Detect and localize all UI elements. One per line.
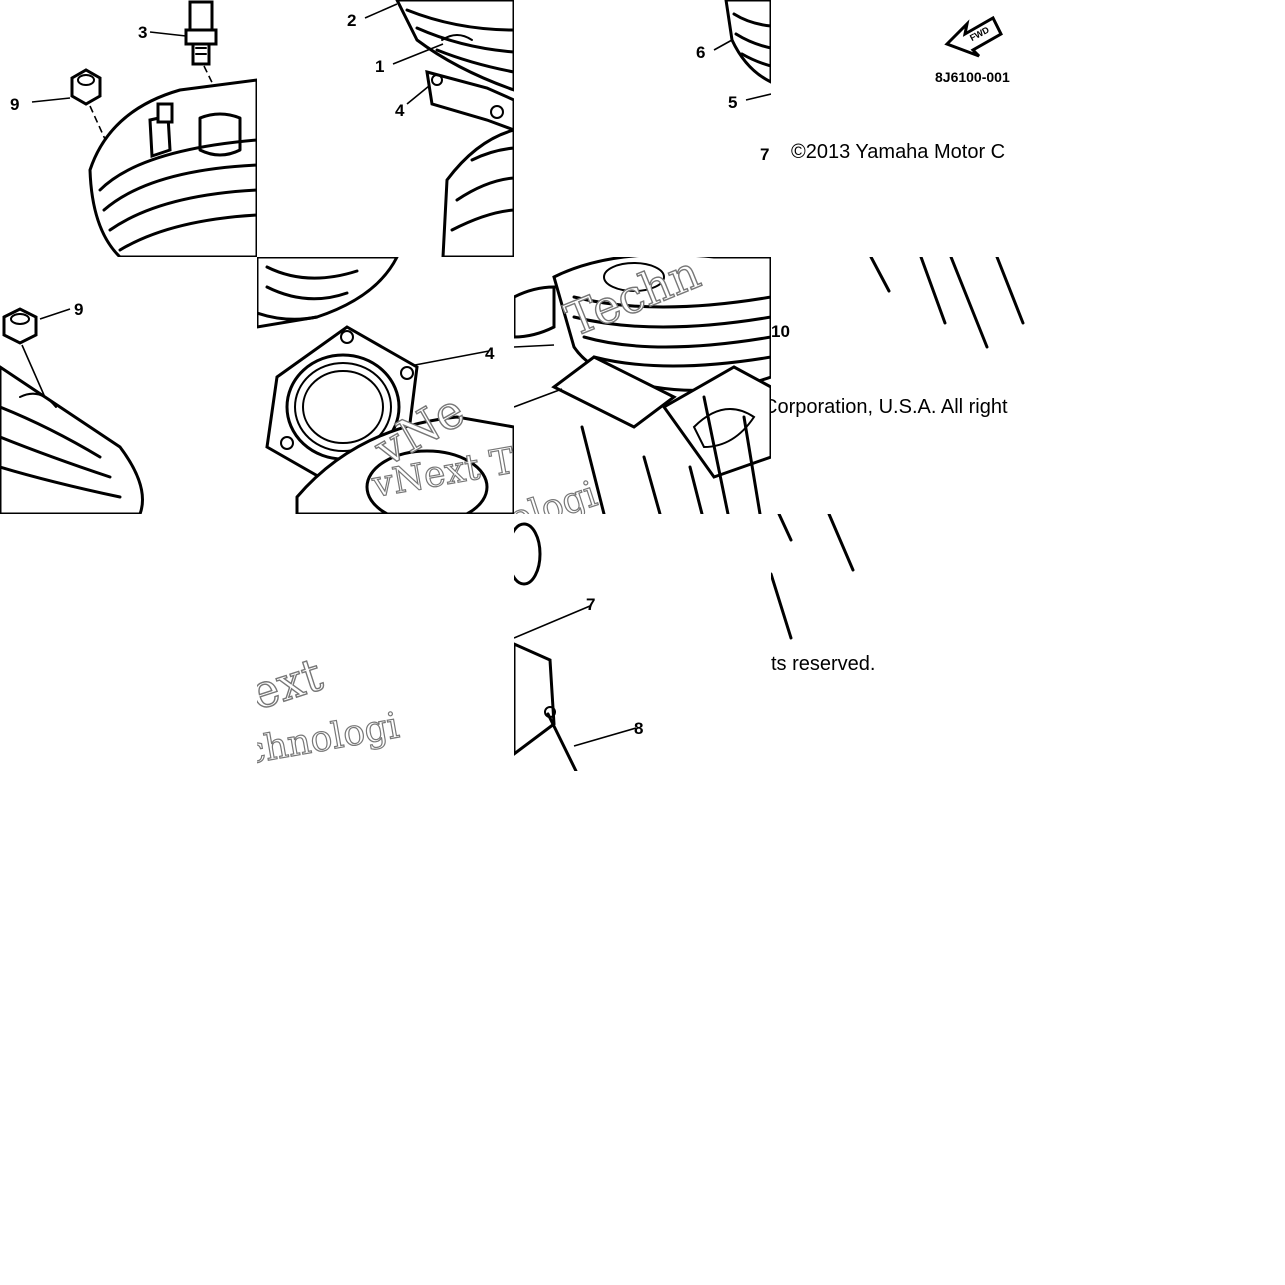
callout-7: 7 xyxy=(760,145,769,164)
stud-bolts-upper-illustration xyxy=(869,257,1025,349)
callout-10: 10 xyxy=(771,322,790,341)
cylinder-head-lower-illustration xyxy=(0,365,144,514)
cylinder-bore-lower-illustration xyxy=(295,415,514,514)
callout-9: 9 xyxy=(10,95,19,114)
callout-7b: 7 xyxy=(586,595,595,614)
watermark-text-6: chnologi xyxy=(257,705,402,771)
cylinder-head-edge-illustration xyxy=(724,0,771,84)
diagram-tile-r2c2: 4 vNe vNext T xyxy=(257,257,514,514)
diagram-tile-r2c3: Techn ologi xyxy=(514,257,771,514)
diagram-tile-r2c4: 10 Corporation, U.S.A. All right xyxy=(771,257,1028,514)
callout-6: 6 xyxy=(696,43,705,62)
callout-9b: 9 xyxy=(74,300,83,319)
head-gasket-illustration xyxy=(425,69,514,132)
diagram-tile-r3c2: ext chnologi xyxy=(257,514,514,771)
copyright-line-1: ©2013 Yamaha Motor C xyxy=(791,141,1005,163)
watermark-text-4: ologi xyxy=(514,474,602,514)
forward-arrow-icon: FWD xyxy=(944,15,1003,58)
stud-bolts-lower-illustration xyxy=(771,514,855,640)
spark-plug-illustration xyxy=(184,0,218,66)
cylinder-head-illustration xyxy=(88,78,257,257)
cap-nut-illustration xyxy=(70,68,102,106)
cap-nut-illustration-2 xyxy=(2,307,38,345)
callout-4b: 4 xyxy=(485,344,495,363)
diagram-tile-r2c1: 9 xyxy=(0,257,257,514)
diagram-tile-r1c1: 3 9 xyxy=(0,0,257,257)
callout-1: 1 xyxy=(375,57,384,76)
copyright-line-3: ts reserved. xyxy=(771,653,875,675)
callout-3: 3 xyxy=(138,23,147,42)
callout-8: 8 xyxy=(634,719,643,738)
watermark-text-5: ext xyxy=(257,647,329,721)
cylinder-head-fins-illustration xyxy=(395,0,514,92)
base-gasket-illustration xyxy=(551,355,771,479)
diagram-tile-r1c4: FWD 8J6100-001 ©2013 Yamaha Motor C xyxy=(771,0,1028,257)
diagram-tile-r3c4: ts reserved. xyxy=(771,514,1028,771)
diagram-tile-r3c3: 7 8 xyxy=(514,514,771,771)
stud-bolt-illustration xyxy=(544,706,578,771)
copyright-line-2: Corporation, U.S.A. All right xyxy=(771,396,1008,418)
stud-bolts-illustration xyxy=(580,395,762,514)
diagram-tile-r1c2: 2 1 4 xyxy=(257,0,514,257)
callout-5: 5 xyxy=(728,93,737,112)
callout-2: 2 xyxy=(347,11,356,30)
head-fins-upper-illustration xyxy=(257,257,399,329)
base-gasket-corner-illustration xyxy=(514,522,556,756)
callout-4: 4 xyxy=(395,101,405,120)
diagram-tile-r1c3: 6 5 7 xyxy=(514,0,771,257)
diagram-code: 8J6100-001 xyxy=(935,69,1010,85)
cylinder-block-illustration xyxy=(441,128,514,257)
